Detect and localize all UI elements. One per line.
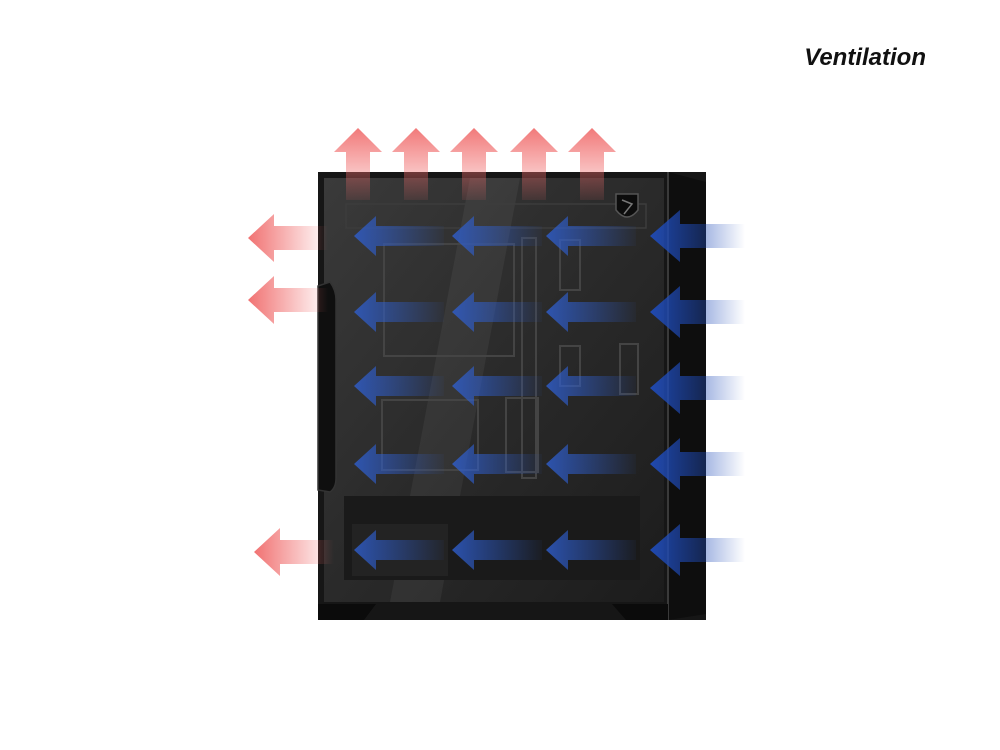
- arrow-left-icon: [546, 366, 636, 406]
- arrow-left-icon: [546, 530, 636, 570]
- arrow-left-icon: [452, 366, 542, 406]
- arrow-up-icon: [510, 128, 558, 200]
- arrow-left-icon: [254, 528, 334, 576]
- arrow-up-icon: [392, 128, 440, 200]
- arrow-left-icon: [248, 214, 328, 262]
- arrow-left-icon: [650, 438, 745, 490]
- arrow-left-icon: [452, 216, 542, 256]
- arrow-up-icon: [568, 128, 616, 200]
- arrow-left-icon: [650, 362, 745, 414]
- arrow-left-icon: [650, 524, 745, 576]
- arrow-left-icon: [546, 292, 636, 332]
- arrow-left-icon: [546, 216, 636, 256]
- arrow-up-icon: [450, 128, 498, 200]
- cpu-cutout: [383, 243, 515, 357]
- arrow-left-icon: [354, 366, 444, 406]
- arrow-left-icon: [650, 286, 745, 338]
- arrow-left-icon: [354, 530, 444, 570]
- arrow-left-icon: [452, 292, 542, 332]
- arrow-left-icon: [452, 530, 542, 570]
- airflow-row-5: [354, 530, 636, 570]
- airflow-row-4: [354, 444, 636, 484]
- front-intake-arrows: [650, 210, 745, 576]
- arrow-left-icon: [354, 292, 444, 332]
- arrow-up-icon: [334, 128, 382, 200]
- rear-exhaust-arrows: [248, 214, 334, 576]
- internal-airflow-arrows: [354, 216, 636, 570]
- airflow-row-1: [354, 216, 636, 256]
- arrow-left-icon: [354, 444, 444, 484]
- side-panel-handle: [317, 281, 337, 493]
- airflow-row-2: [354, 292, 636, 332]
- dragon-shield-logo-icon: [615, 193, 639, 218]
- arrow-left-icon: [546, 444, 636, 484]
- arrow-left-icon: [354, 216, 444, 256]
- arrow-left-icon: [248, 276, 328, 324]
- arrow-left-icon: [452, 444, 542, 484]
- airflow-row-3: [354, 366, 636, 406]
- case-foot-right: [612, 604, 668, 620]
- arrow-left-icon: [650, 210, 745, 262]
- top-exhaust-arrows: [334, 128, 616, 200]
- page-title: Ventilation: [804, 44, 926, 71]
- case-foot-left: [318, 604, 376, 620]
